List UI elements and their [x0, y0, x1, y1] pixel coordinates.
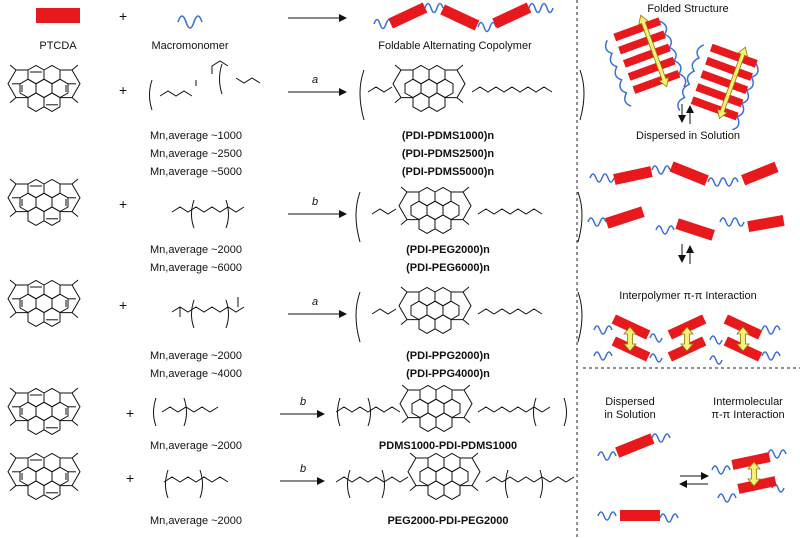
product-label: (PDI-PEG6000)n — [406, 262, 490, 274]
condition-label: a — [312, 74, 319, 86]
mass-label: Mn,average ~4000 — [149, 368, 243, 380]
interpolymer-stack-cartoon — [593, 314, 781, 365]
dispersed-label: Dispersed in Solution — [636, 130, 740, 142]
copolymer-cartoon — [373, 2, 554, 33]
mass-label: Mn,average ~2000 — [149, 244, 243, 256]
interpolymer-label: Interpolymer π-π Interaction — [619, 290, 757, 302]
product-label: (PDI-PPG4000)n — [406, 368, 490, 380]
copolymer-label: Foldable Alternating Copolymer — [378, 40, 532, 52]
macromonomer-label: Macromonomer — [151, 40, 229, 52]
plus-sign: + — [119, 196, 128, 212]
mass-label: Mn,average ~1000 — [149, 130, 243, 142]
mass-label: Mn,average ~5000 — [149, 166, 243, 178]
plus-sign: + — [119, 8, 128, 24]
condition-label: b — [300, 396, 307, 408]
ptcda-label: PTCDA — [39, 40, 77, 52]
product-label: (PDI-PEG2000)n — [406, 244, 490, 256]
intermolecular-label-b: π-π Interaction — [711, 409, 785, 421]
plus-sign: + — [126, 470, 135, 486]
condition-label: a — [312, 296, 319, 308]
dispersed-chains-cartoon — [587, 165, 745, 235]
pdi-block-legend — [36, 8, 80, 23]
mass-label: Mn,average ~2000 — [149, 515, 243, 527]
plus-sign: + — [126, 405, 135, 421]
product-label: (PDI-PDMS1000)n — [401, 130, 495, 142]
product-label: PEG2000-PDI-PEG2000 — [387, 515, 509, 527]
folded-structure-label: Folded Structure — [647, 3, 729, 15]
mass-label: Mn,average ~6000 — [149, 262, 243, 274]
dispersed-small-cartoon — [597, 433, 679, 523]
mass-label: Mn,average ~2000 — [149, 440, 243, 452]
plus-sign: + — [119, 82, 128, 98]
mass-label: Mn,average ~2500 — [149, 148, 243, 160]
product-label: (PDI-PDMS2500)n — [401, 148, 495, 160]
chain-legend — [177, 15, 203, 29]
condition-label: b — [300, 463, 307, 475]
product-label: PDMS1000-PDI-PDMS1000 — [378, 440, 518, 452]
dispersed-label-2b: in Solution — [604, 409, 656, 421]
dispersed-label-2: Dispersed — [605, 396, 655, 408]
plus-sign: + — [119, 297, 128, 313]
intermolecular-label: Intermolecular — [713, 396, 783, 408]
condition-label: b — [312, 196, 319, 208]
folded-structure-cartoon — [604, 14, 759, 131]
product-label: (PDI-PPG2000)n — [406, 350, 490, 362]
intermolecular-stack-cartoon — [711, 449, 787, 503]
product-label: (PDI-PDMS5000)n — [401, 166, 495, 178]
mass-label: Mn,average ~2000 — [149, 350, 243, 362]
